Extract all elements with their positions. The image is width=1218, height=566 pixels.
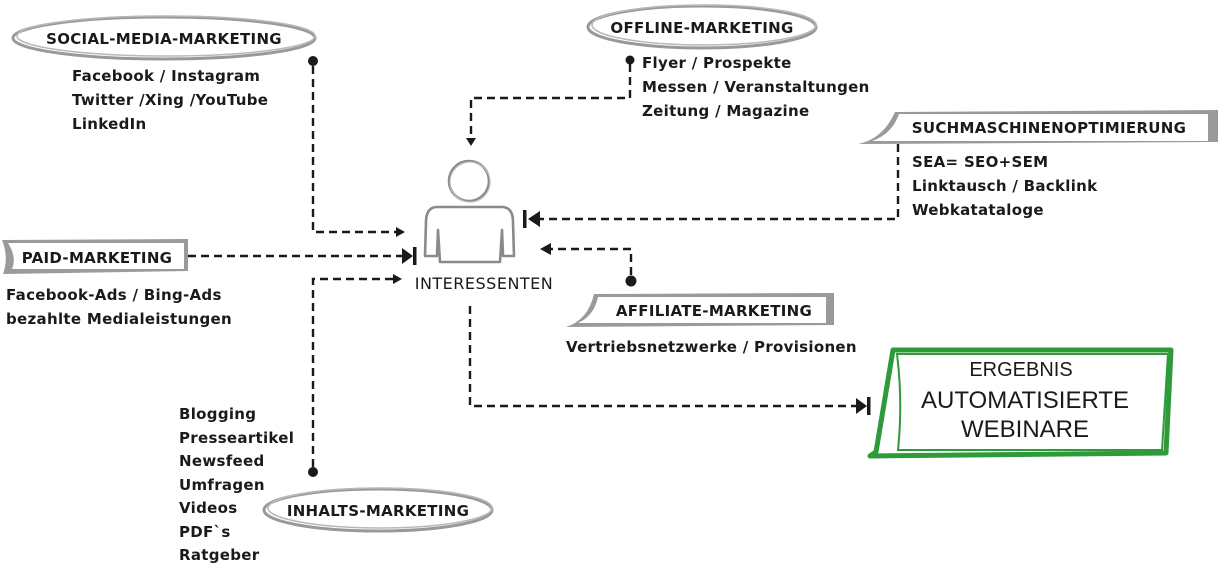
result-connector-line [468, 306, 856, 408]
affiliate-title: AFFILIATE-MARKETING [616, 302, 812, 320]
paid-group: PAID-MARKETING Facebook-Ads / Bing-Ads b… [2, 239, 232, 328]
result-line-3: WEBINARE [961, 416, 1089, 443]
connectors [188, 55, 900, 477]
social-item: LinkedIn [72, 115, 147, 133]
seo-item: SEA= SEO+SEM [912, 153, 1048, 171]
affiliate-tab [578, 297, 826, 323]
offline-group: OFFLINE-MARKETING Flyer / Prospekte Mess… [586, 4, 870, 120]
paid-item: bezahlte Medialeistungen [6, 310, 232, 328]
offline-title: OFFLINE-MARKETING [610, 19, 793, 37]
offline-item: Zeitung / Magazine [642, 102, 809, 120]
content-connector-dot [308, 467, 318, 477]
seo-title: SUCHMASCHINENOPTIMIERUNG [912, 119, 1187, 137]
content-connector-arrow [393, 274, 402, 284]
content-item: Videos [179, 499, 237, 517]
content-item: Blogging [179, 405, 256, 423]
paid-item: Facebook-Ads / Bing-Ads [6, 286, 222, 304]
result-line-1: ERGEBNIS [969, 359, 1072, 381]
content-item: PDF`s [179, 523, 231, 541]
result-connector-bar [867, 397, 871, 415]
paid-tab [8, 243, 184, 269]
content-item: Umfragen [179, 476, 265, 494]
offline-connector-line [469, 64, 632, 138]
affiliate-connector-arrow [540, 243, 551, 255]
affiliate-connector-dot [625, 275, 637, 287]
seo-group: SUCHMASCHINENOPTIMIERUNG SEA= SEO+SEM Li… [858, 110, 1218, 219]
seo-connector-arrow [528, 211, 540, 227]
paid-title: PAID-MARKETING [22, 249, 173, 267]
offline-connector-arrow [466, 138, 476, 146]
affiliate-connector-line [550, 247, 633, 275]
social-item: Twitter /Xing /YouTube [72, 91, 268, 109]
social-connector-arrow [396, 227, 405, 237]
content-group: INHALTS-MARKETING Blogging Presseartikel… [179, 405, 494, 564]
content-title: INHALTS-MARKETING [287, 502, 469, 520]
offline-item: Flyer / Prospekte [642, 54, 792, 72]
result-box: ERGEBNIS AUTOMATISIERTE WEBINARE [867, 347, 1174, 459]
person-icon [423, 159, 516, 264]
seo-item: Webkatataloge [912, 201, 1044, 219]
content-item: Ratgeber [179, 546, 260, 564]
social-connector-line [311, 66, 397, 234]
content-connector-line [311, 277, 394, 467]
offline-connector-dot [625, 55, 635, 65]
paid-connector-arrow [402, 248, 413, 264]
social-connector-dot [308, 56, 318, 66]
result-border [867, 347, 1174, 459]
content-item: Presseartikel [179, 429, 294, 447]
seo-tab [872, 114, 1208, 141]
social-media-group: SOCIAL-MEDIA-MARKETING Facebook / Instag… [11, 15, 317, 133]
seo-connector-line [540, 144, 900, 221]
affiliate-item: Vertriebsnetzwerke / Provisionen [566, 338, 857, 356]
social-media-title: SOCIAL-MEDIA-MARKETING [46, 30, 282, 48]
seo-item: Linktausch / Backlink [912, 177, 1098, 195]
result-connector-arrow [856, 398, 867, 414]
content-item: Newsfeed [179, 452, 265, 470]
result-line-2: AUTOMATISIERTE [921, 387, 1129, 414]
offline-item: Messen / Veranstaltungen [642, 78, 870, 96]
seo-connector-bar [523, 210, 527, 228]
center-label: INTERESSENTEN [415, 274, 554, 293]
social-item: Facebook / Instagram [72, 67, 260, 85]
affiliate-group: AFFILIATE-MARKETING Vertriebsnetzwerke /… [566, 293, 857, 356]
paid-connector-bar [413, 247, 417, 265]
